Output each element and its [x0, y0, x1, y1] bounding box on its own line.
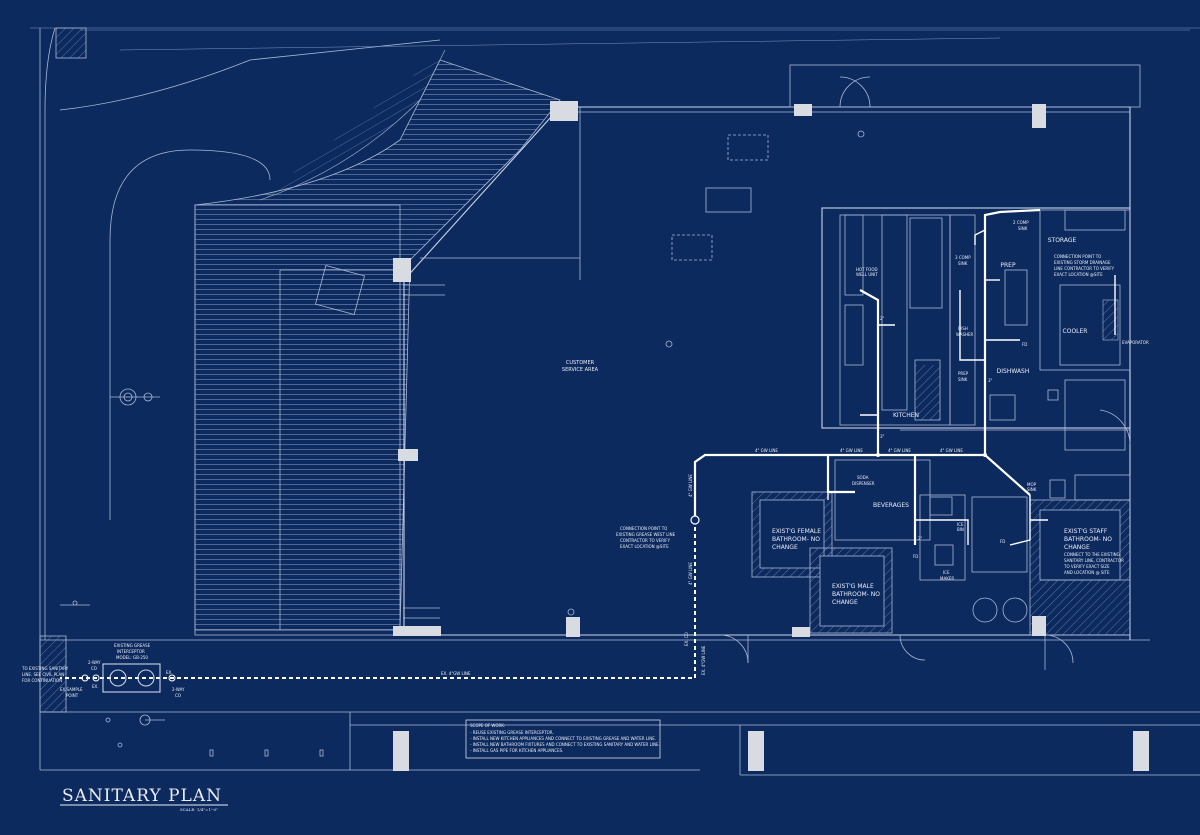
- fd-label-1: FD: [1022, 342, 1027, 347]
- dish-washer-label-2: WASHER: [956, 332, 974, 337]
- staff-connection-note-4: AND LOCATION @ SITE: [1064, 570, 1110, 575]
- ex-gw-line-label: EX. 4"GW LINE: [441, 671, 471, 676]
- dishwash-label: DISHWASH: [997, 368, 1030, 375]
- comp-sink-3-label-1: 3 COMP: [955, 255, 971, 260]
- gw-line-label-vert: 4" GW LINE: [688, 474, 693, 497]
- scope-heading: SCOPE OF WORK:: [470, 723, 505, 728]
- grease-connection-note-4: EXACT LOCATION @SITE: [620, 544, 669, 549]
- bathroom-block: [719, 459, 1131, 670]
- kitchen-label: KITCHEN: [893, 412, 919, 419]
- beverages-label: BEVERAGES: [873, 502, 909, 509]
- sample-point-note-1: EX.SAMPLE: [60, 687, 83, 692]
- drawing-scale: SCALE: 1/4"=1'-0": [180, 807, 218, 812]
- cleanout-note-b-2: CO: [175, 693, 181, 698]
- pipe-size-2-b: 2": [918, 536, 923, 541]
- customer-area-label-2: SERVICE AREA: [562, 367, 599, 373]
- storm-connection-note-2: EXISTING STORM DRAINAGE: [1054, 260, 1111, 265]
- grease-interceptor: [81, 663, 176, 693]
- structural-columns: [393, 101, 1149, 771]
- to-sanitary-note-1: TO EXISTING SANITARY: [21, 666, 69, 671]
- storage-label: STORAGE: [1048, 237, 1077, 244]
- site-linework: [30, 27, 1200, 776]
- staff-bath-label-2: BATHROOM- NO: [1064, 536, 1112, 543]
- pipe-size-2-a: 2": [880, 316, 885, 321]
- male-bath-label-1: EXIST'G MALE: [832, 583, 874, 590]
- storm-connection-note-1: CONNECTION POINT TO: [1054, 254, 1101, 259]
- cleanout-note-b-1: 2-WAY: [172, 687, 185, 692]
- sanitary-piping: [60, 208, 1116, 679]
- gw-line-label-4: 4" GW LINE: [940, 448, 963, 453]
- gw-line-label-2: 4" GW LINE: [840, 448, 863, 453]
- kitchen-block: [821, 207, 1131, 451]
- cleanout-note-a-1: 2-WAY: [88, 660, 101, 665]
- staff-bath-label-1: EXIST'G STAFF: [1064, 528, 1108, 535]
- gw-line-label-1: 4" GW LINE: [755, 448, 778, 453]
- male-bath-label-2: BATHROOM- NO: [832, 591, 880, 598]
- male-bath-label-3: CHANGE: [832, 599, 858, 606]
- gw-line-label-vert2: 4" GW LINE: [688, 562, 693, 585]
- scope-item-3: - INSTALL NEW BATHROOM FIXTURES AND CONN…: [470, 742, 660, 747]
- prep-sink-label-2: SINK: [958, 377, 968, 382]
- scope-item-4: - INSTALL GAS PIPE FOR KITCHEN APPLIANCE…: [470, 748, 563, 753]
- soda-dispenser-label-2: DISPENSER: [852, 481, 875, 486]
- grease-connection-note-3: CONTRACTOR TO VERIFY: [620, 538, 670, 543]
- mop-sink-label-2: SINK: [1027, 487, 1037, 492]
- grease-connection-note-2: EXISTING GREASE WEST LINE: [616, 532, 676, 537]
- ice-bin-label-1: ICE: [957, 522, 964, 527]
- comp-sink-2-label-2: SINK: [1018, 226, 1028, 231]
- fd-label-2: FD: [913, 554, 918, 559]
- prep-sink-label-1: PREP: [958, 371, 969, 376]
- comp-sink-3-label-2: SINK: [958, 261, 968, 266]
- interceptor-note-1: EXISTING GREASE: [114, 643, 151, 648]
- gw-line-label-3: 4" GW LINE: [888, 448, 911, 453]
- storm-connection-note-3: LINE CONTRACTOR TO VERIFY: [1054, 266, 1115, 271]
- sample-point-note-2: POINT: [66, 693, 79, 698]
- ice-bin-label-2: BIN: [957, 527, 964, 532]
- customer-area-label-1: CUSTOMER: [566, 360, 595, 366]
- deck-ramp: [194, 49, 561, 636]
- ex-line-vert-label: EX. 4"GW LINE: [701, 645, 706, 675]
- ex-short-label-1: EX.: [92, 684, 99, 689]
- ex-short-label-2: EX.: [166, 670, 173, 675]
- staff-bath-label-3: CHANGE: [1064, 544, 1090, 551]
- to-sanitary-note-2: LINE. SEE CIVIL PLAN: [22, 672, 64, 677]
- staff-connection-note-1: CONNECT TO THE EXISTING: [1064, 552, 1120, 557]
- fd-label-3: FD: [1000, 539, 1005, 544]
- pipe-size-3-b: 3": [988, 378, 993, 383]
- ice-maker-label-1: ICE: [943, 570, 950, 575]
- ex-co-label: EX. CO: [684, 632, 689, 646]
- scope-item-1: - REUSE EXISTING GREASE INTERCEPTOR.: [470, 730, 554, 735]
- hot-food-label-1: HOT FOOD: [856, 267, 878, 272]
- female-bath-label-3: CHANGE: [772, 544, 798, 551]
- ice-maker-label-2: MAKER: [940, 576, 954, 581]
- interceptor-note-2: INTERCEPTOR: [117, 649, 145, 654]
- to-sanitary-note-3: FOR CONTINUATION: [22, 678, 62, 683]
- female-bath-label-1: EXIST'G FEMALE: [772, 528, 821, 535]
- interceptor-note-3: MODEL: GB-250: [116, 655, 148, 660]
- staff-connection-note-3: TO VERIFY EXACT SIZE: [1063, 564, 1110, 569]
- dish-washer-label-1: DISH: [958, 326, 968, 331]
- soda-dispenser-label-1: SODA: [857, 475, 869, 480]
- evaporator-label: EVAPORATOR: [1122, 340, 1149, 345]
- drawing-title: SANITARY PLAN: [62, 786, 222, 806]
- mop-sink-label-1: MOP: [1027, 482, 1037, 487]
- scope-item-2: - INSTALL NEW KITCHEN APPLIANCES AND CON…: [470, 736, 656, 741]
- storm-connection-note-4: EXACT LOCATION @SITE: [1054, 272, 1103, 277]
- grease-connection-note-1: CONNECTION POINT TO: [620, 526, 667, 531]
- cleanout-note-a-2: CO: [91, 666, 97, 671]
- female-bath-label-2: BATHROOM- NO: [772, 536, 820, 543]
- pipe-size-3-a: 3": [880, 434, 885, 439]
- scope-box: [465, 719, 661, 759]
- cooler-label: COOLER: [1063, 328, 1088, 335]
- hot-food-label-2: WELL UNIT: [856, 272, 878, 277]
- comp-sink-2-label-1: 2 COMP: [1013, 220, 1029, 225]
- staff-connection-note-2: SANITARY LINE, CONTRACTOR: [1064, 558, 1124, 563]
- prep-label: PREP: [1000, 262, 1016, 269]
